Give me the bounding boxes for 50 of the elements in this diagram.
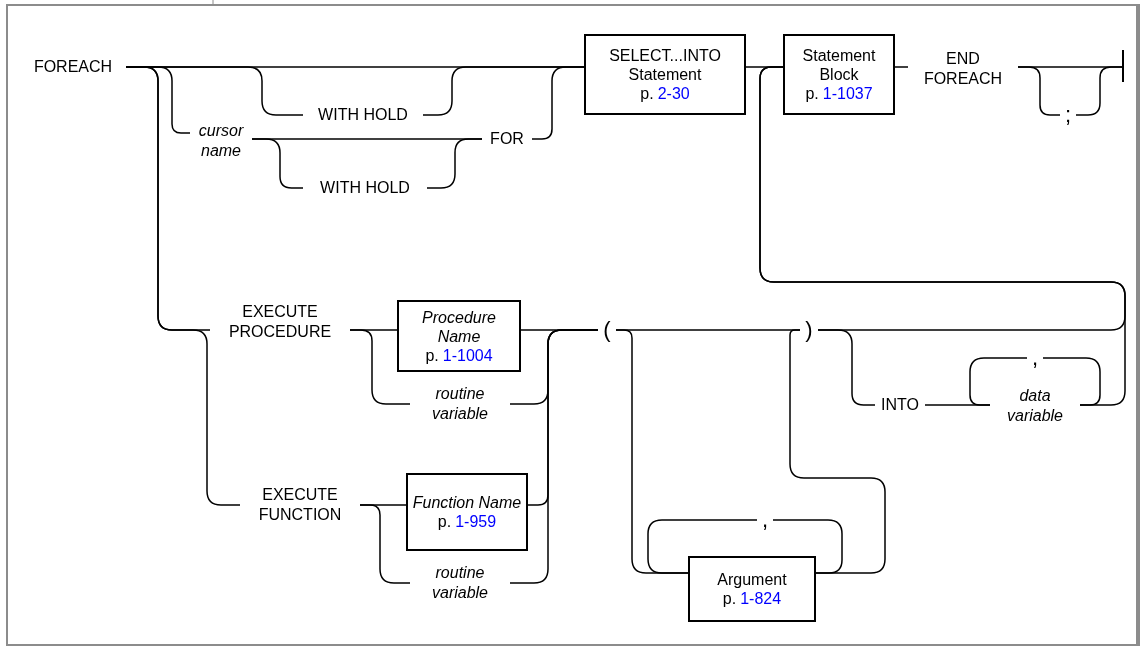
syntax-keyword: routine variable xyxy=(410,562,510,604)
page-label: p. xyxy=(805,84,819,103)
syntax-keyword: EXECUTE PROCEDURE xyxy=(210,300,350,344)
railroad-line xyxy=(894,66,909,68)
syntax-box xyxy=(688,556,816,622)
railroad-line xyxy=(125,66,241,506)
page-label: p. xyxy=(722,589,737,608)
syntax-keyword: INTO xyxy=(875,394,925,416)
railroad-line xyxy=(251,138,304,189)
syntax-keyword: EXECUTE FUNCTION xyxy=(240,483,360,527)
syntax-keyword: , xyxy=(757,508,773,532)
page-link: 1-959 xyxy=(455,512,497,531)
railroad-line xyxy=(531,66,585,140)
syntax-box xyxy=(584,34,746,115)
box-title: Function Name xyxy=(411,493,523,512)
page-label: p. xyxy=(425,345,439,365)
page-link: 1-824 xyxy=(740,589,782,608)
page-link: 1-1004 xyxy=(442,345,493,365)
railroad-line xyxy=(1075,66,1123,116)
syntax-box xyxy=(406,473,528,551)
syntax-box xyxy=(397,300,521,372)
page-label: p. xyxy=(640,84,654,103)
railroad-line xyxy=(969,357,1028,406)
syntax-keyword: ) xyxy=(800,316,818,344)
railroad-line xyxy=(772,519,843,574)
syntax-keyword: ; xyxy=(1060,100,1076,130)
page-label: p. xyxy=(437,512,452,531)
syntax-keyword: routine variable xyxy=(410,383,510,425)
syntax-keyword: cursor name xyxy=(190,120,252,162)
syntax-keyword: WITH HOLD xyxy=(303,105,423,125)
syntax-keyword: FOR xyxy=(482,129,532,149)
box-title: Argument xyxy=(716,570,788,589)
page-link: 2-30 xyxy=(657,84,690,103)
syntax-keyword: FOREACH xyxy=(20,57,126,77)
syntax-keyword: ( xyxy=(598,316,616,344)
railroad-line xyxy=(1017,66,1061,116)
syntax-keyword: WITH HOLD xyxy=(303,178,427,198)
syntax-keyword: data variable xyxy=(990,385,1080,427)
syntax-keyword: , xyxy=(1027,346,1043,370)
railroad-line xyxy=(1042,357,1101,406)
page-link: 1-1037 xyxy=(822,84,873,103)
railroad-line xyxy=(359,504,411,584)
railroad-line xyxy=(789,329,886,574)
railroad-line xyxy=(349,329,411,405)
syntax-box xyxy=(783,34,895,115)
railroad-line xyxy=(426,138,483,189)
railroad-line xyxy=(647,519,758,574)
syntax-keyword: END FOREACH xyxy=(908,48,1018,90)
railroad-line xyxy=(509,329,599,584)
railroad-line xyxy=(759,66,1126,331)
